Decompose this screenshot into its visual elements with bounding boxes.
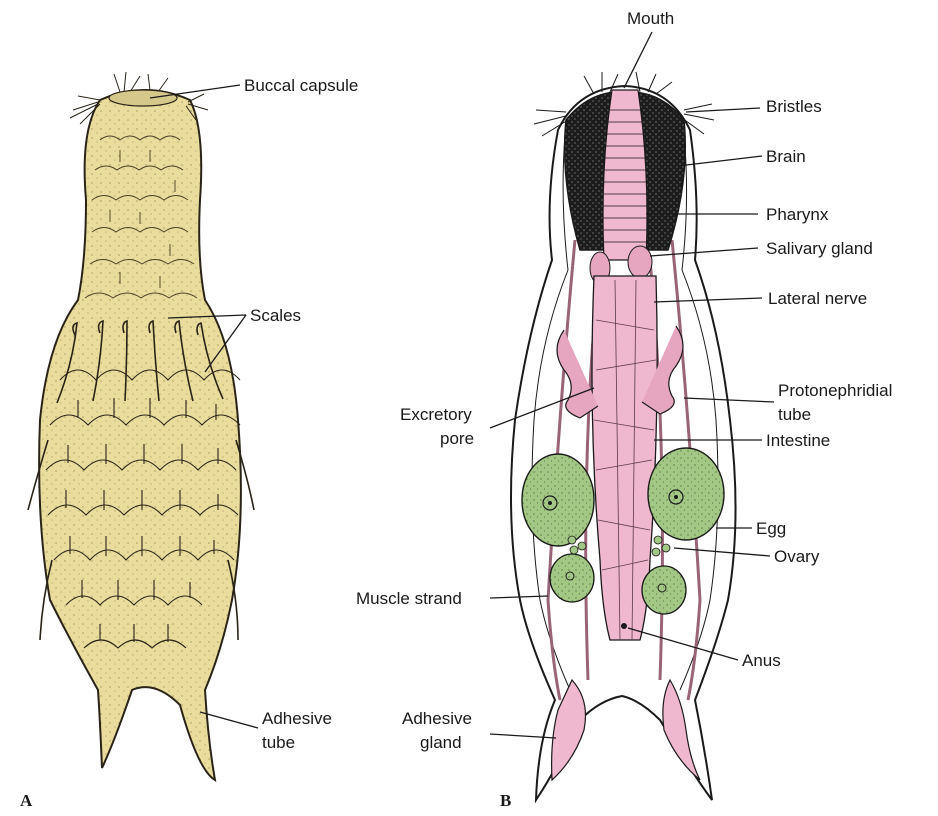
buccal-capsule-a — [109, 90, 177, 106]
body-a-outline — [39, 90, 241, 780]
ovary-right — [642, 566, 686, 614]
panel-label-a: A — [20, 791, 33, 810]
label-muscle-strand: Muscle strand — [356, 589, 462, 608]
panel-label-b: B — [500, 791, 511, 810]
label-salivary-gland: Salivary gland — [766, 239, 873, 258]
anus-b — [621, 623, 627, 629]
label-protonephridial-tube-line1: Protonephridial — [778, 381, 892, 400]
animal-a-external — [28, 72, 254, 780]
salivary-gland-right — [628, 246, 652, 278]
label-adhesive-tube-line1: Adhesive — [262, 709, 332, 728]
label-protonephridial-tube-line2: tube — [778, 405, 811, 424]
animal-b-internal — [511, 72, 736, 800]
label-buccal-capsule: Buccal capsule — [244, 76, 358, 95]
label-excretory-pore-line1: Excretory — [400, 405, 472, 424]
label-brain: Brain — [766, 147, 806, 166]
label-anus: Anus — [742, 651, 781, 670]
egg-right — [648, 448, 724, 540]
label-excretory-pore-line2: pore — [440, 429, 474, 448]
label-egg: Egg — [756, 519, 786, 538]
label-mouth: Mouth — [627, 9, 674, 28]
label-ovary: Ovary — [774, 547, 820, 566]
label-bristles: Bristles — [766, 97, 822, 116]
labels-a: Buccal capsule Scales Adhesive tube — [244, 76, 358, 752]
label-adhesive-gland-line2: gland — [420, 733, 462, 752]
label-intestine: Intestine — [766, 431, 830, 450]
label-lateral-nerve: Lateral nerve — [768, 289, 867, 308]
label-adhesive-gland-line1: Adhesive — [402, 709, 472, 728]
label-adhesive-tube-line2: tube — [262, 733, 295, 752]
egg-left — [522, 454, 594, 546]
ovary-left — [550, 554, 594, 602]
egg-right-nucleolus — [674, 495, 678, 499]
pharynx-b — [603, 90, 647, 260]
label-scales: Scales — [250, 306, 301, 325]
egg-left-nucleolus — [548, 501, 552, 505]
label-pharynx: Pharynx — [766, 205, 829, 224]
